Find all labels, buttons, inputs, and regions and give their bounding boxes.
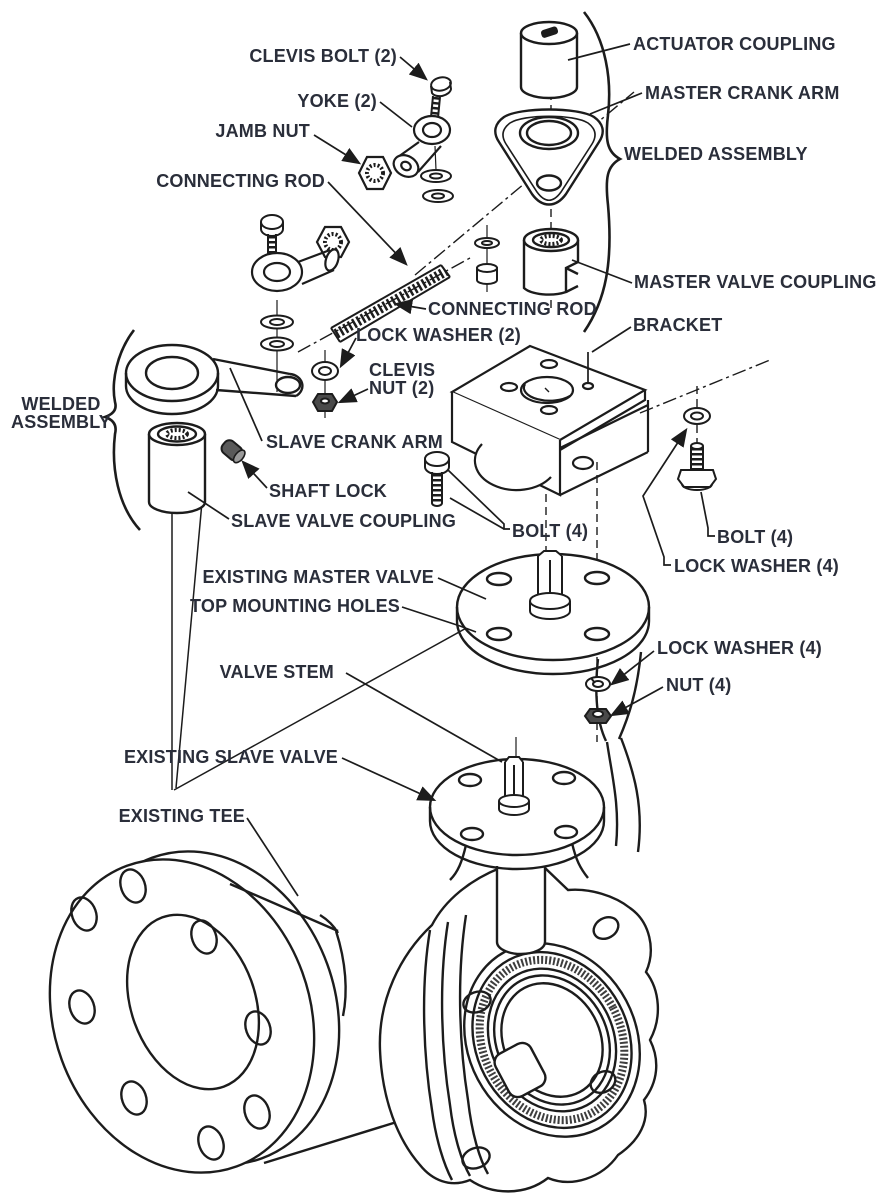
master-valve-coupling-part <box>522 227 580 296</box>
label-bolt-left: BOLT (4) <box>512 521 589 541</box>
label-connecting-rod-upper: CONNECTING ROD <box>156 171 325 191</box>
slave-valve-coupling-part <box>147 421 207 515</box>
label-master-valve-coupling: MASTER VALVE COUPLING <box>634 272 877 292</box>
leader-lines <box>187 43 715 897</box>
actuator-coupling-part <box>519 20 579 100</box>
bolt-4-right-part <box>676 442 718 491</box>
jamb-nut-part <box>357 155 393 191</box>
shaft-lock-part <box>220 439 246 464</box>
clevis-bolt-part <box>430 76 453 119</box>
washer-stack-mid <box>260 314 294 352</box>
tee-flange-holes <box>68 868 272 1161</box>
bracket-part <box>449 344 650 497</box>
master-stem <box>529 550 571 620</box>
valve-stem-part <box>495 866 547 956</box>
lock-washer-4-upper-part <box>683 407 711 425</box>
welded-assembly-braces <box>100 11 623 531</box>
label-yoke: YOKE (2) <box>297 91 377 111</box>
slave-valve-body <box>378 651 660 1193</box>
label-connecting-rod-mid: CONNECTING ROD <box>428 299 597 319</box>
lock-washer-4-lower-part <box>585 676 611 692</box>
label-nut-4: NUT (4) <box>666 675 732 695</box>
label-lock-washer-4-lower: LOCK WASHER (4) <box>657 638 822 658</box>
slave-stem <box>498 756 530 816</box>
brace-right <box>582 11 623 333</box>
label-slave-crank-arm: SLAVE CRANK ARM <box>266 432 443 452</box>
label-lock-washer-4-upper: LOCK WASHER (4) <box>674 556 839 576</box>
label-bolt-right: BOLT (4) <box>717 527 794 547</box>
yoke-part <box>392 114 452 178</box>
valve-lug-holes <box>461 915 620 1170</box>
nut-4-part <box>583 708 613 724</box>
label-valve-stem: VALVE STEM <box>219 662 334 682</box>
label-clevis-nut: CLEVIS NUT (2) <box>369 361 435 397</box>
brace-left <box>100 329 141 531</box>
clevis-nut-part <box>311 393 339 412</box>
label-bracket: BRACKET <box>633 315 723 335</box>
label-existing-master-valve: EXISTING MASTER VALVE <box>202 567 434 587</box>
valve-seat-rings <box>463 942 641 1138</box>
label-lock-washer-2: LOCK WASHER (2) <box>356 325 521 345</box>
label-slave-valve-coupling: SLAVE VALVE COUPLING <box>231 511 457 531</box>
master-valve-flange <box>455 550 651 676</box>
label-top-mounting-holes: TOP MOUNTING HOLES <box>190 596 400 616</box>
label-actuator-coupling: ACTUATOR COUPLING <box>633 34 836 54</box>
label-clevis-nut-line2: NUT (2) <box>369 378 435 398</box>
label-welded-assembly-left: WELDED ASSEMBLY <box>8 395 114 431</box>
master-crank-arm-part <box>494 108 604 206</box>
label-clevis-bolt: CLEVIS BOLT (2) <box>249 46 397 66</box>
bolt-4-left-part <box>424 451 450 507</box>
label-shaft-lock: SHAFT LOCK <box>269 481 387 501</box>
label-existing-slave-valve: EXISTING SLAVE VALVE <box>123 747 338 767</box>
washer-stack-upper <box>420 169 454 203</box>
label-jamb-nut: JAMB NUT <box>215 121 310 141</box>
label-clevis-nut-line1: CLEVIS <box>369 360 436 380</box>
slave-valve-flange <box>428 756 606 871</box>
yoke-mid-part <box>250 248 340 293</box>
top-mounting-holes-part <box>485 570 611 642</box>
small-washer-nut-column <box>474 237 500 285</box>
label-welded-assembly-left-line2: ASSEMBLY <box>11 412 111 432</box>
label-welded-assembly-right: WELDED ASSEMBLY <box>624 144 808 164</box>
label-welded-assembly-left-line1: WELDED <box>21 394 101 414</box>
lock-washer-2-part <box>311 361 339 381</box>
existing-tee-part <box>48 850 401 1174</box>
slave-crank-arm-part <box>124 343 304 416</box>
label-existing-tee: EXISTING TEE <box>118 806 245 826</box>
label-master-crank-arm: MASTER CRANK ARM <box>645 83 840 103</box>
